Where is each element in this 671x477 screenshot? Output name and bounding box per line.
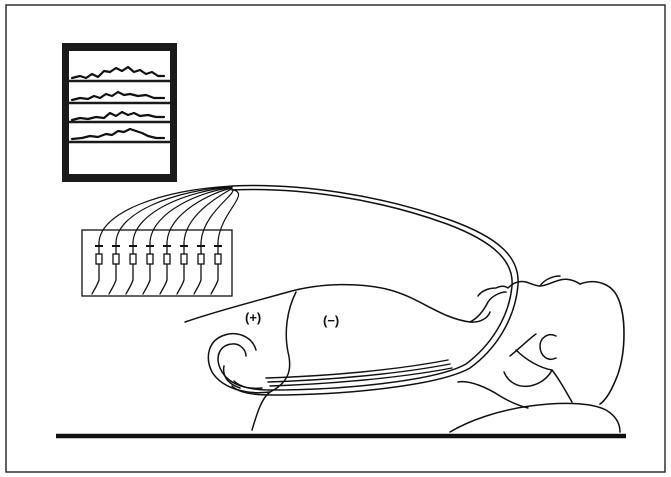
patient-neck-back (552, 370, 572, 402)
patient (185, 276, 624, 432)
patient-ear (540, 335, 556, 360)
patient-face (478, 279, 580, 296)
label-negative: (−) (323, 313, 339, 328)
bundle-outer-arc (232, 186, 518, 395)
patient-chin (470, 292, 506, 322)
patient-jaw (510, 334, 536, 356)
lead-loop-outer (208, 334, 270, 393)
connector-panel (82, 230, 232, 296)
monitor (62, 43, 177, 182)
patient-head-back (580, 282, 624, 404)
label-positive: (+) (245, 310, 261, 325)
bundle-inner-arc (232, 190, 512, 390)
electrode-bundle (232, 186, 518, 395)
connector-panel-box (82, 230, 232, 296)
pillow (450, 403, 620, 432)
